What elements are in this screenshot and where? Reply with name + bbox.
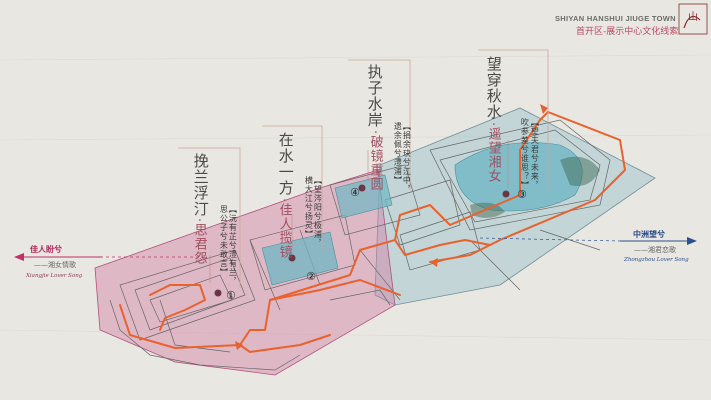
station-2-title: 在水一方 bbox=[276, 132, 295, 196]
water-features bbox=[261, 142, 600, 286]
right-label-english: Zhongzhou Lover Song bbox=[624, 257, 689, 263]
right-label-title: 中洲望兮 bbox=[633, 230, 665, 239]
station-3-note-line-2: 吹参差兮谁思？】 bbox=[520, 118, 530, 190]
station-1-note-line-1: 【沅有芷兮澧有兰， bbox=[228, 205, 238, 286]
title-frames bbox=[178, 49, 549, 288]
header-title-en: SHIYAN HANSHUI JIUGE TOWN bbox=[555, 14, 676, 23]
right-arrow bbox=[479, 237, 697, 245]
station-2-name: ·佳人揽镜 bbox=[276, 198, 292, 260]
left-label-title: 佳人盼兮 bbox=[30, 245, 62, 254]
station-4-name: ·破镜重圆 bbox=[367, 130, 383, 192]
paper-texture bbox=[0, 54, 711, 341]
station-1-title: 挽兰浮汀 bbox=[191, 153, 210, 217]
route-arrows bbox=[235, 104, 548, 350]
logo-text: 山 bbox=[688, 12, 698, 23]
logo-mark-icon bbox=[678, 3, 708, 35]
station-1-name: ·思君怨 bbox=[191, 218, 207, 266]
title-pointers bbox=[209, 140, 509, 283]
station-1-note-line-2: 思公子兮未敢言】 bbox=[219, 205, 229, 277]
station-4-note-line-2: 遗余佩兮澧浦】 bbox=[393, 122, 403, 185]
station-1-number: ① bbox=[226, 289, 236, 302]
station-3-note-line-1: 【望夫君兮未来， bbox=[530, 118, 540, 190]
station-4-title: 执子水岸 bbox=[365, 64, 384, 128]
station-dots bbox=[214, 184, 510, 297]
left-label-subtitle: ——湘女情歌 bbox=[34, 261, 76, 269]
circulation-route bbox=[119, 111, 626, 353]
station-2-note-line-1: 【望涔阳兮极浦， bbox=[313, 176, 323, 248]
station-3-number: ③ bbox=[517, 188, 527, 201]
right-label-subtitle: ——湘君恋歌 bbox=[634, 246, 676, 254]
station-2-number: ② bbox=[306, 270, 316, 283]
station-3-title: 望穿秋水 bbox=[484, 56, 503, 120]
station-3-name: ·遥望湘女 bbox=[485, 122, 501, 184]
left-arrow bbox=[14, 253, 205, 261]
station-2-note-line-2: 横大江兮扬灵】 bbox=[304, 176, 314, 239]
station-4-note-line-1: 【捐余玦兮江中， bbox=[402, 122, 412, 194]
left-label-english: Xiangjie Lover Song bbox=[26, 273, 83, 279]
header-subtitle-cn: 首开区-展示中心文化线索 bbox=[576, 27, 679, 37]
station-4-number: ④ bbox=[350, 186, 360, 199]
